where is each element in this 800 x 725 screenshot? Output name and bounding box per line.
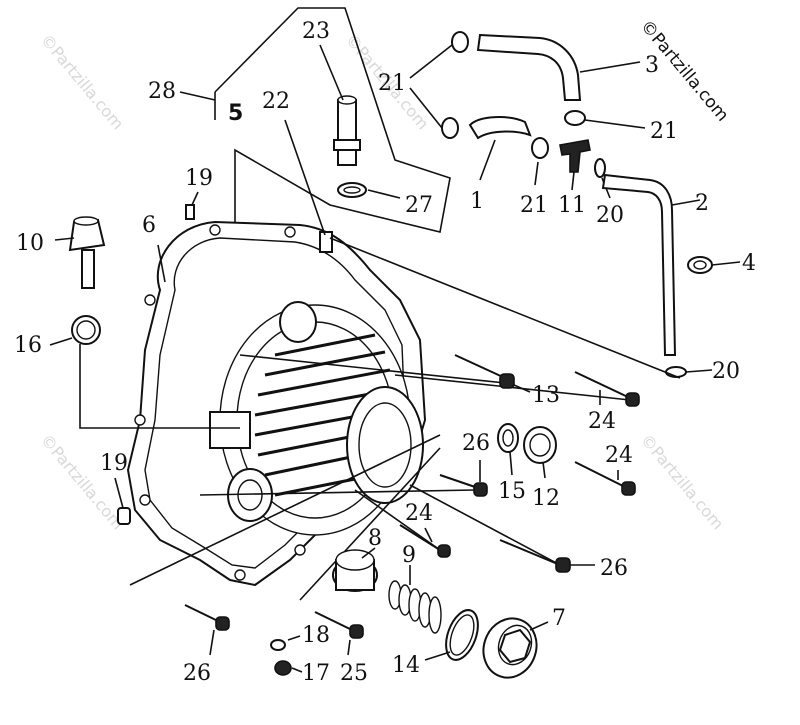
bolt-24-right	[574, 461, 636, 496]
callout-25: 25	[340, 661, 368, 686]
callout-24-upper: 24	[588, 409, 616, 434]
bolt-24-lower	[399, 524, 451, 558]
callout-24-lower: 24	[405, 501, 433, 526]
dowel-pin-19-upper	[185, 191, 199, 220]
callout-16: 16	[14, 333, 42, 358]
bolt-25	[314, 611, 364, 656]
callout-21-left: 21	[378, 71, 406, 96]
callout-19-lower: 19	[100, 451, 128, 476]
bracket-group-5	[179, 7, 451, 233]
callout-12: 12	[532, 486, 560, 511]
dowel-pin-19-lower	[114, 477, 131, 525]
o-ring-27	[337, 182, 401, 199]
callout-26-lower-left: 26	[183, 661, 211, 686]
callout-18: 18	[302, 623, 330, 648]
callout-20-upper: 20	[596, 203, 624, 228]
callout-19-upper: 19	[185, 166, 213, 191]
nut-17	[274, 660, 303, 676]
plug-12	[523, 426, 557, 479]
watermark-faint-mid-left: ©Partzilla.com	[37, 430, 128, 533]
filter-element-8	[332, 547, 378, 592]
bolt-13	[454, 354, 531, 393]
washer-15	[497, 423, 519, 476]
callout-26-middle: 26	[462, 431, 490, 456]
callout-22: 22	[262, 89, 290, 114]
watermark-faint-top-left: ©Partzilla.com	[37, 30, 128, 133]
callout-20-lower: 20	[712, 359, 740, 384]
callout-labels: 1 2 3 4 5 6 7 8 9 10 11 12 13 14 15 16 1…	[14, 19, 756, 686]
spring-9	[388, 565, 442, 634]
bolt-26-middle	[439, 460, 488, 497]
hose-clamps-21	[409, 31, 646, 186]
callout-15: 15	[498, 479, 526, 504]
washer-18	[270, 635, 301, 651]
callout-6: 6	[142, 213, 156, 238]
o-ring-14	[424, 609, 479, 661]
bolt-26-right	[499, 539, 595, 573]
watermark-faint-mid-right: ©Partzilla.com	[637, 430, 728, 533]
t-fitting-11	[559, 139, 591, 191]
callout-13: 13	[532, 383, 560, 408]
leader-6	[157, 244, 166, 283]
callout-23: 23	[302, 19, 330, 44]
callout-2: 2	[695, 191, 709, 216]
callout-3: 3	[645, 53, 659, 78]
breather-pipe-23	[319, 44, 361, 166]
bolt-26-lower-left	[184, 604, 230, 656]
filter-cap-7	[482, 617, 549, 679]
callout-24-right: 24	[605, 443, 633, 468]
hose-1	[468, 116, 532, 181]
dipstick-10	[54, 216, 106, 289]
stud-22	[284, 119, 333, 253]
clamp-4	[687, 256, 741, 274]
hose-3	[476, 33, 641, 101]
callout-4: 4	[742, 251, 756, 276]
callout-1: 1	[470, 189, 484, 214]
callout-14: 14	[392, 653, 420, 678]
callout-5: 5	[228, 101, 243, 126]
callout-26-right: 26	[600, 556, 628, 581]
callout-27: 27	[405, 193, 433, 218]
callout-9: 9	[402, 543, 416, 568]
callout-10: 10	[16, 231, 44, 256]
callout-11: 11	[558, 193, 586, 218]
callout-17: 17	[302, 661, 330, 686]
bolt-24-upper	[574, 371, 640, 407]
callout-21-bottom: 21	[520, 193, 548, 218]
o-ring-16	[49, 315, 240, 429]
breather-tube-2	[601, 173, 701, 356]
callout-21-right: 21	[650, 119, 678, 144]
callout-28: 28	[148, 79, 176, 104]
callout-7: 7	[552, 606, 566, 631]
callout-8: 8	[368, 526, 382, 551]
